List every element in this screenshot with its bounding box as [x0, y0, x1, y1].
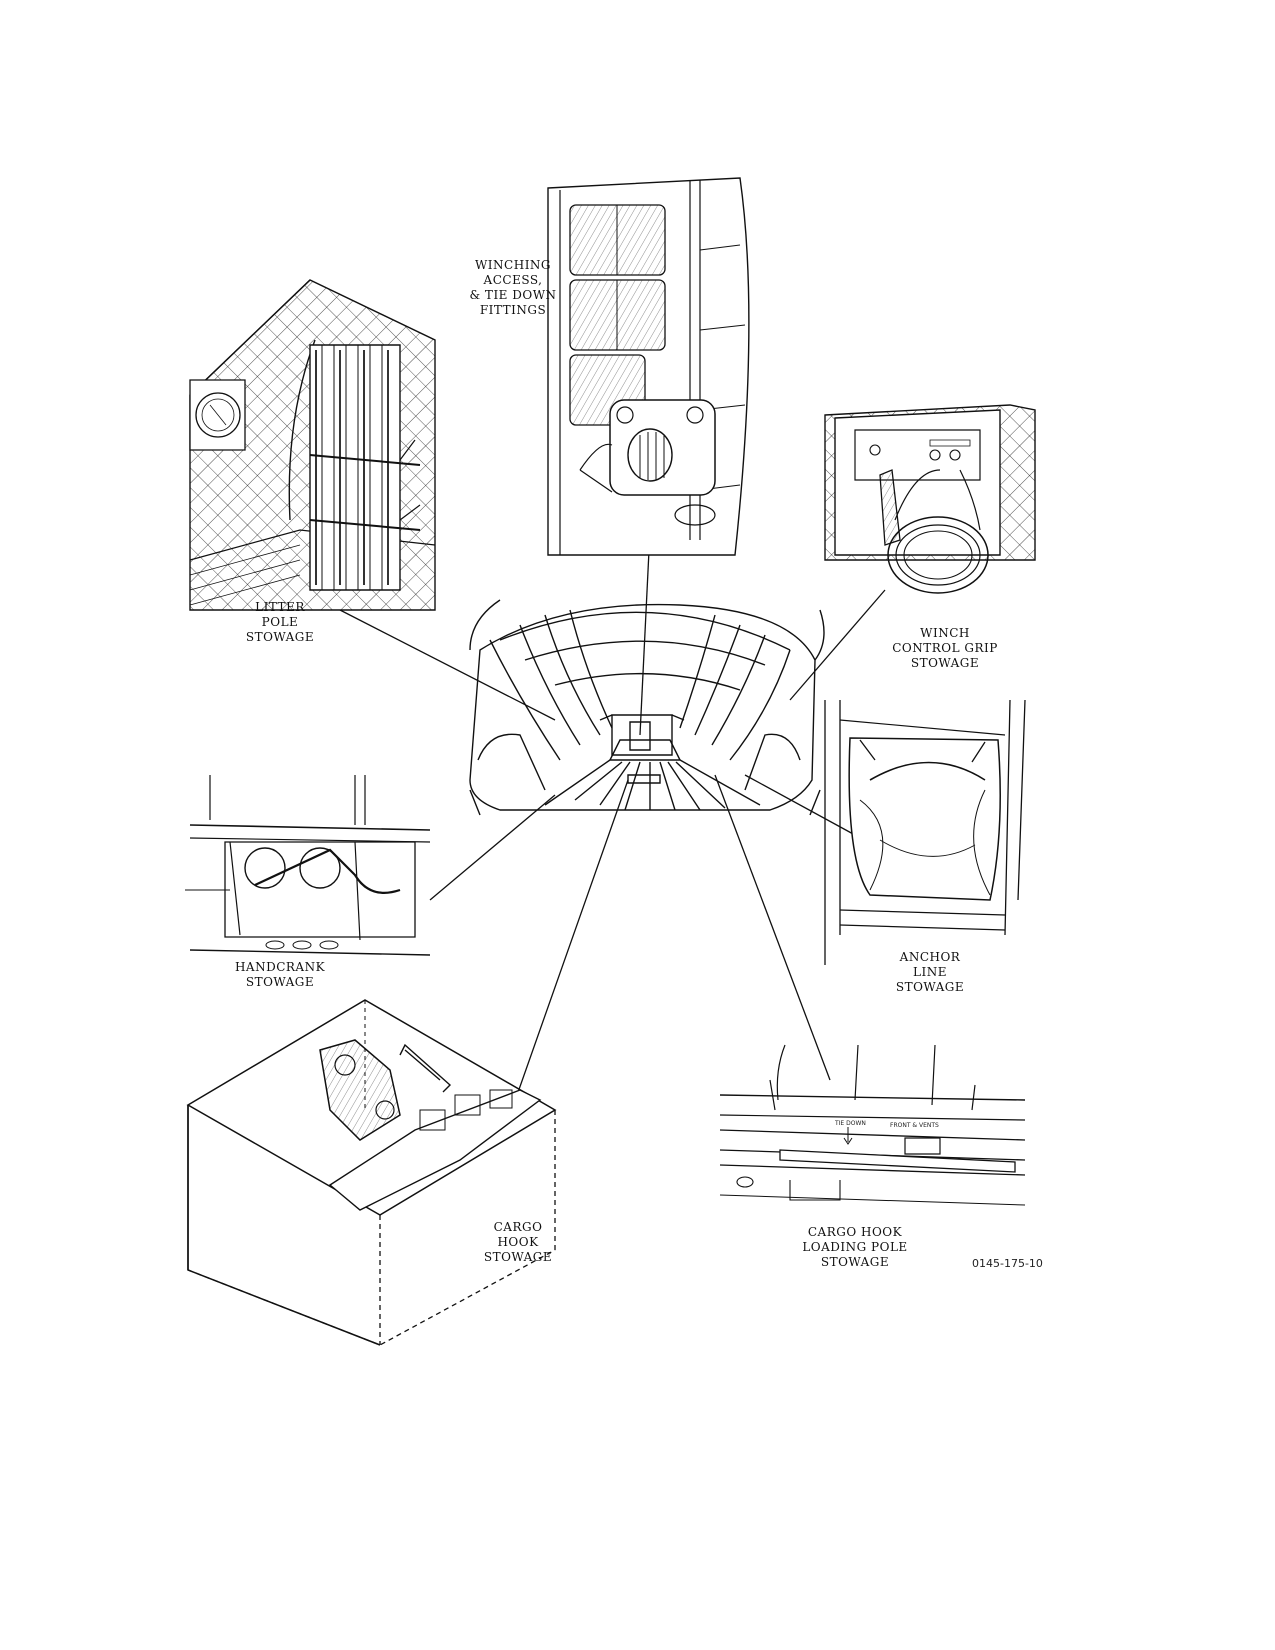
winch-control-grip-view: [825, 405, 1035, 593]
cargo-hook-loading-pole-view: [720, 1045, 1025, 1205]
cargo-hook-pole-label-line3: STOWAGE: [820, 1255, 890, 1269]
winching-access-view: [548, 178, 749, 555]
figure-number: 0145-175-10: [972, 1257, 1043, 1270]
winch-drum-icon: [580, 400, 715, 525]
winch-grip-label-line3: STOWAGE: [910, 656, 980, 670]
winching-label-line1: WINCHING: [474, 258, 552, 272]
anchor-label-line2: LINE: [913, 965, 947, 979]
anchor-label-line3: STOWAGE: [895, 980, 965, 994]
leader-lines: [340, 530, 885, 1115]
litter-pole-stowage-label: LITTER POLE STOWAGE: [225, 600, 335, 645]
handcrank-label-line2: STOWAGE: [245, 975, 315, 989]
front-vents-small-text: FRONT & VENTS: [890, 1122, 939, 1129]
handcrank-label-line1: HANDCRANK: [234, 960, 326, 974]
fuselage-interior-view: [470, 600, 824, 815]
cargo-hook-label-line1: CARGO: [493, 1220, 543, 1234]
cargo-hook-label-line2: HOOK: [497, 1235, 539, 1249]
anchor-label-line1: ANCHOR: [899, 950, 961, 964]
cargo-hook-pole-label-line2: LOADING POLE: [802, 1240, 908, 1254]
cargo-hook-pole-label-line1: CARGO HOOK: [807, 1225, 903, 1239]
handcrank-stowage-label: HANDCRANK STOWAGE: [225, 960, 335, 990]
winching-access-label: WINCHING ACCESS, & TIE DOWN FITTINGS: [458, 258, 568, 318]
winch-grip-label-line2: CONTROL GRIP: [892, 641, 998, 655]
litter-label-line1: LITTER: [255, 600, 305, 614]
litter-label-line3: STOWAGE: [245, 630, 315, 644]
winch-control-grip-label: WINCH CONTROL GRIP STOWAGE: [880, 626, 1010, 671]
cargo-hook-stowage-view: [188, 1000, 555, 1345]
handcrank-stowage-view: [185, 775, 430, 955]
tie-down-small-text: TIE DOWN: [835, 1120, 866, 1127]
anchor-line-stowage-view: [825, 700, 1025, 965]
litter-pole-stowage-view: [190, 280, 435, 610]
anchor-line-stowage-label: ANCHOR LINE STOWAGE: [880, 950, 980, 995]
winch-grip-label-line1: WINCH: [920, 626, 970, 640]
cargo-hook-label-line3: STOWAGE: [483, 1250, 553, 1264]
cargo-hook-stowage-label: CARGO HOOK STOWAGE: [468, 1220, 568, 1265]
cargo-hook-loading-pole-label: CARGO HOOK LOADING POLE STOWAGE: [790, 1225, 920, 1270]
winching-label-line3: & TIE DOWN: [469, 288, 557, 302]
winching-label-line4: FITTINGS: [479, 303, 547, 317]
winching-label-line2: ACCESS,: [483, 273, 543, 287]
litter-label-line2: POLE: [261, 615, 299, 629]
cargo-hook-icon: [320, 1040, 400, 1140]
